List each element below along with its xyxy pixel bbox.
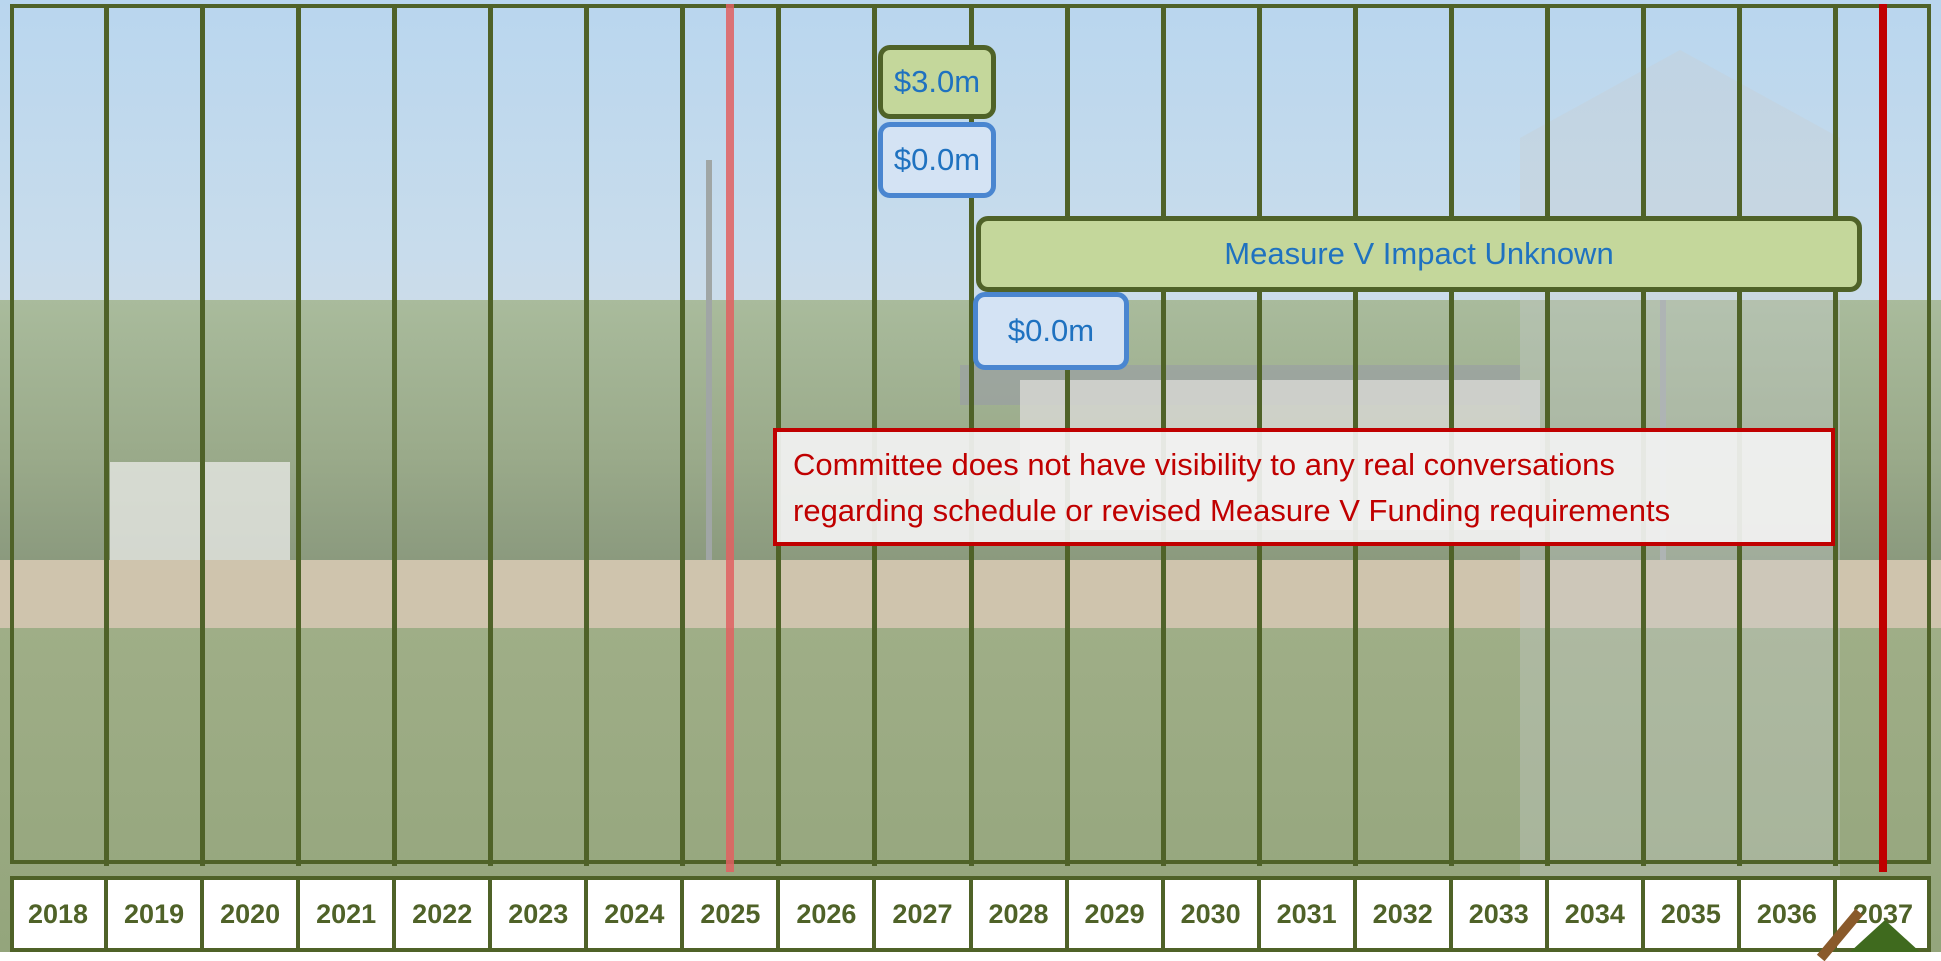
measure-v-impact-bar: Measure V Impact Unknown [976,216,1862,292]
year-label-2034: 2034 [1564,898,1625,929]
year-axis-divider [584,876,589,952]
year-label-2031: 2031 [1276,898,1337,929]
light-pole [706,160,712,560]
year-label-2023: 2023 [508,898,569,929]
year-axis-divider [392,876,397,952]
marker-line-2025 [726,4,735,872]
year-label-2020: 2020 [220,898,281,929]
year-label-2030: 2030 [1180,898,1241,929]
year-gridline [584,4,590,866]
year-label-2018: 2018 [27,898,89,929]
year-axis-divider [1160,876,1165,952]
year-gridline [296,4,302,866]
year-axis-divider [104,876,109,952]
year-axis-divider [1544,876,1549,952]
year-axis-divider [1352,876,1357,952]
year-gridline [1832,4,1838,866]
year-label-2022: 2022 [412,898,473,929]
amount-box-blue-0m: $0.0m [878,122,996,198]
committee-note: Committee does not have visibility to an… [773,428,1835,546]
year-axis-divider [200,876,205,952]
committee-note-line1: Committee does not have visibility to an… [793,447,1615,482]
year-axis-divider [296,876,301,952]
year-label-2019: 2019 [124,898,185,929]
year-axis-divider [1640,876,1645,952]
year-label-2025: 2025 [700,898,761,929]
year-label-2026: 2026 [796,898,857,929]
year-label-2021: 2021 [316,898,377,929]
year-label-2032: 2032 [1372,898,1433,929]
year-axis-divider [680,876,685,952]
year-label-2028: 2028 [988,898,1049,929]
year-axis-divider [1832,876,1837,952]
year-label-2033: 2033 [1468,898,1529,929]
year-axis-divider [1256,876,1261,952]
amount-box-blue-0m-lower: $0.0m [973,292,1129,370]
year-gridline [392,4,398,866]
year-axis-divider [1064,876,1069,952]
year-label-2024: 2024 [604,898,665,929]
year-axis-divider [488,876,493,952]
year-gridline [488,4,494,866]
corner-logo-arrow [1850,920,1920,952]
year-label-2029: 2029 [1084,898,1145,929]
year-label-2036: 2036 [1756,898,1817,929]
year-gridline [680,4,686,866]
year-axis-divider [1736,876,1741,952]
marker-line-2037 [1878,4,1887,872]
year-axis-divider [872,876,877,952]
committee-note-line2: regarding schedule or revised Measure V … [793,493,1671,528]
amount-box-green-3m: $3.0m [878,45,996,119]
year-axis-divider [776,876,781,952]
year-gridline [200,4,206,866]
year-axis-divider [1448,876,1453,952]
year-label-2027: 2027 [892,898,953,929]
shed [110,462,290,572]
year-label-2035: 2035 [1660,898,1721,929]
year-gridline [104,4,110,866]
year-axis-divider [968,876,973,952]
